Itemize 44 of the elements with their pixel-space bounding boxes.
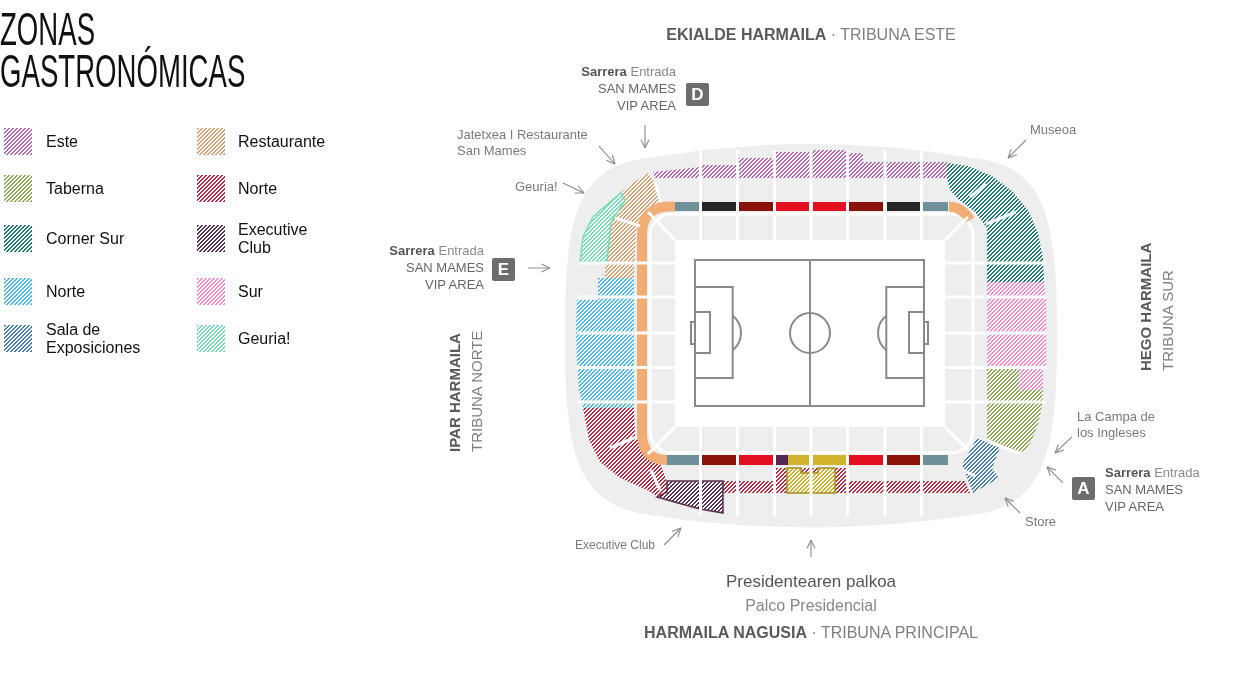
leader-arrow bbox=[806, 539, 816, 558]
stand-label: EKIALDE HARMAILA · TRIBUNA ESTE bbox=[665, 26, 957, 44]
legend-label: Sur bbox=[238, 282, 263, 301]
legend-label: Taberna bbox=[46, 179, 104, 198]
callout-label: Palco Presidencial bbox=[745, 596, 877, 616]
stand-label: IPAR HARMAILA bbox=[446, 333, 464, 452]
leader-arrow bbox=[640, 124, 650, 149]
leader-arrow bbox=[527, 263, 551, 273]
entrance-label: Sarrera Entrada bbox=[1105, 464, 1200, 481]
legend-label: Sala de Exposiciones bbox=[46, 320, 142, 357]
leader-arrow bbox=[1007, 139, 1027, 159]
stand-label: HEGO HARMAILA bbox=[1137, 242, 1155, 371]
leader-arrow bbox=[1004, 497, 1021, 514]
page-title: ZONAS GASTRONÓMICAS bbox=[0, 8, 247, 92]
leader-arrow bbox=[598, 145, 616, 165]
entrance-badge: A bbox=[1072, 477, 1095, 500]
stand-label: TRIBUNA NORTE bbox=[468, 330, 486, 452]
callout-label: Geuria! bbox=[515, 179, 558, 195]
legend-label: Este bbox=[46, 132, 78, 151]
legend-label: Geuria! bbox=[238, 329, 291, 348]
area-label: SAN MAMES VIP AREA bbox=[597, 80, 676, 114]
legend-label: Restaurante bbox=[238, 132, 326, 151]
callout-label: Museoa bbox=[1030, 122, 1077, 138]
legend-label: Norte bbox=[46, 282, 86, 301]
stand-label: TRIBUNA SUR bbox=[1159, 270, 1177, 371]
callout-label: Jatetxea I Restaurante San Mames bbox=[457, 127, 589, 159]
leader-arrow bbox=[1046, 466, 1064, 484]
stand-label: HARMAILA NAGUSIA · TRIBUNA PRINCIPAL bbox=[643, 624, 979, 642]
callout-label: Store bbox=[1025, 514, 1057, 530]
legend-label: Norte bbox=[238, 179, 278, 198]
callout-label: La Campa de los Ingleses bbox=[1077, 409, 1157, 441]
entrance-label: Sarrera Entrada bbox=[581, 63, 676, 80]
entrance-badge: E bbox=[492, 258, 515, 281]
area-label: SAN MAMES VIP AREA bbox=[1105, 481, 1184, 515]
entrance-label: Sarrera Entrada bbox=[389, 242, 484, 259]
leader-arrow bbox=[1054, 436, 1073, 454]
area-label: SAN MAMES VIP AREA bbox=[405, 259, 484, 293]
entrance-badge: D bbox=[686, 83, 709, 106]
legend-label: Corner Sur bbox=[46, 229, 125, 248]
leader-arrow bbox=[562, 182, 585, 194]
legend-label: Executive Club bbox=[238, 220, 309, 257]
leader-arrow bbox=[663, 527, 682, 546]
callout-heading: Presidentearen palkoa bbox=[725, 571, 897, 593]
callout-label: Executive Club bbox=[575, 537, 656, 553]
